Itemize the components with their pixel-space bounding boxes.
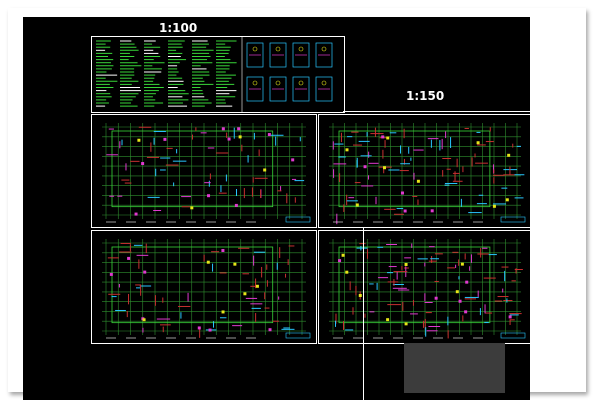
drawing-sheet-plan-4[interactable] — [318, 230, 530, 344]
overlay-panel — [404, 343, 505, 393]
cad-model-viewport[interactable]: 1:100 1:150 — [23, 17, 530, 400]
boundary-line-top — [343, 111, 530, 112]
scale-label-left: 1:100 — [159, 21, 198, 35]
screenshot-frame: 1:100 1:150 — [8, 8, 586, 400]
drawing-sheet-plan-3[interactable] — [318, 114, 530, 228]
floor-plan-3 — [329, 123, 526, 225]
floor-plan-1 — [102, 123, 311, 223]
floor-plan-4 — [329, 239, 526, 339]
notes-sheet-drawing — [96, 37, 333, 112]
drawing-sheet-plan-2[interactable] — [91, 230, 317, 344]
floor-plan-2 — [102, 239, 311, 339]
drawing-sheet-notes[interactable] — [91, 36, 345, 113]
scale-label-right: 1:150 — [406, 89, 445, 103]
drawing-sheet-plan-1[interactable] — [91, 114, 317, 228]
boundary-line-vertical — [363, 227, 364, 400]
